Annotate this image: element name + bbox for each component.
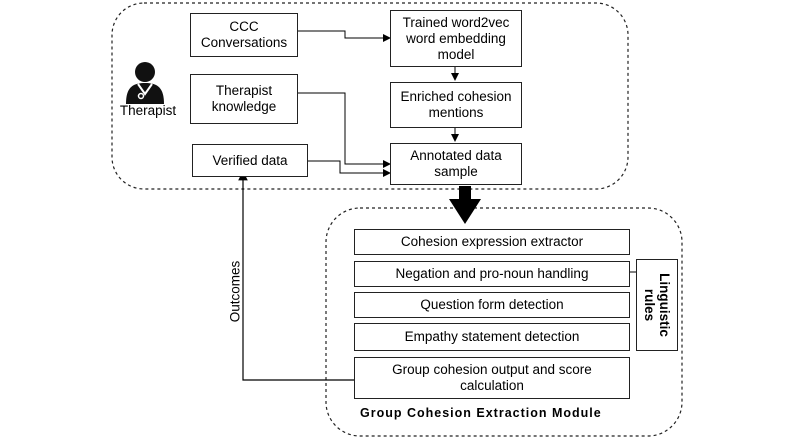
linguistic-rules-label: Linguistic rules xyxy=(642,273,672,337)
annotated-data-box: Annotated data sample xyxy=(390,143,522,185)
outcomes-label: Outcomes xyxy=(227,260,243,323)
linguistic-rules-box xyxy=(636,259,678,351)
module-step-5: Group cohesion output and score calculat… xyxy=(354,357,630,399)
main-flow-arrow-shaft xyxy=(459,186,471,200)
module-step-1: Cohesion expression extractor xyxy=(354,229,630,255)
main-flow-arrow-head xyxy=(449,199,481,224)
module-container xyxy=(325,207,683,437)
ccc-conversations-box: CCC Conversations xyxy=(190,13,298,57)
module-step-2: Negation and pro-noun handling xyxy=(354,261,630,287)
therapist-knowledge-box: Therapist knowledge xyxy=(190,74,298,124)
verified-data-box: Verified data xyxy=(192,144,308,177)
module-step-3: Question form detection xyxy=(354,292,630,318)
enriched-cohesion-box: Enriched cohesion mentions xyxy=(390,82,522,128)
arrow-knowledge-to-annotated xyxy=(298,92,391,168)
arrow-verified-to-annotated xyxy=(308,160,391,177)
therapist-label: Therapist xyxy=(119,103,177,118)
module-step-4: Empathy statement detection xyxy=(354,323,630,351)
arrow-outcomes-feedback xyxy=(238,170,354,381)
doctor-icon xyxy=(126,62,164,104)
input-container xyxy=(111,2,629,190)
module-title: Group Cohesion Extraction Module xyxy=(360,406,602,420)
arrow-ccc-to-word2vec xyxy=(298,30,391,42)
word2vec-model-box: Trained word2vec word embedding model xyxy=(390,10,522,67)
